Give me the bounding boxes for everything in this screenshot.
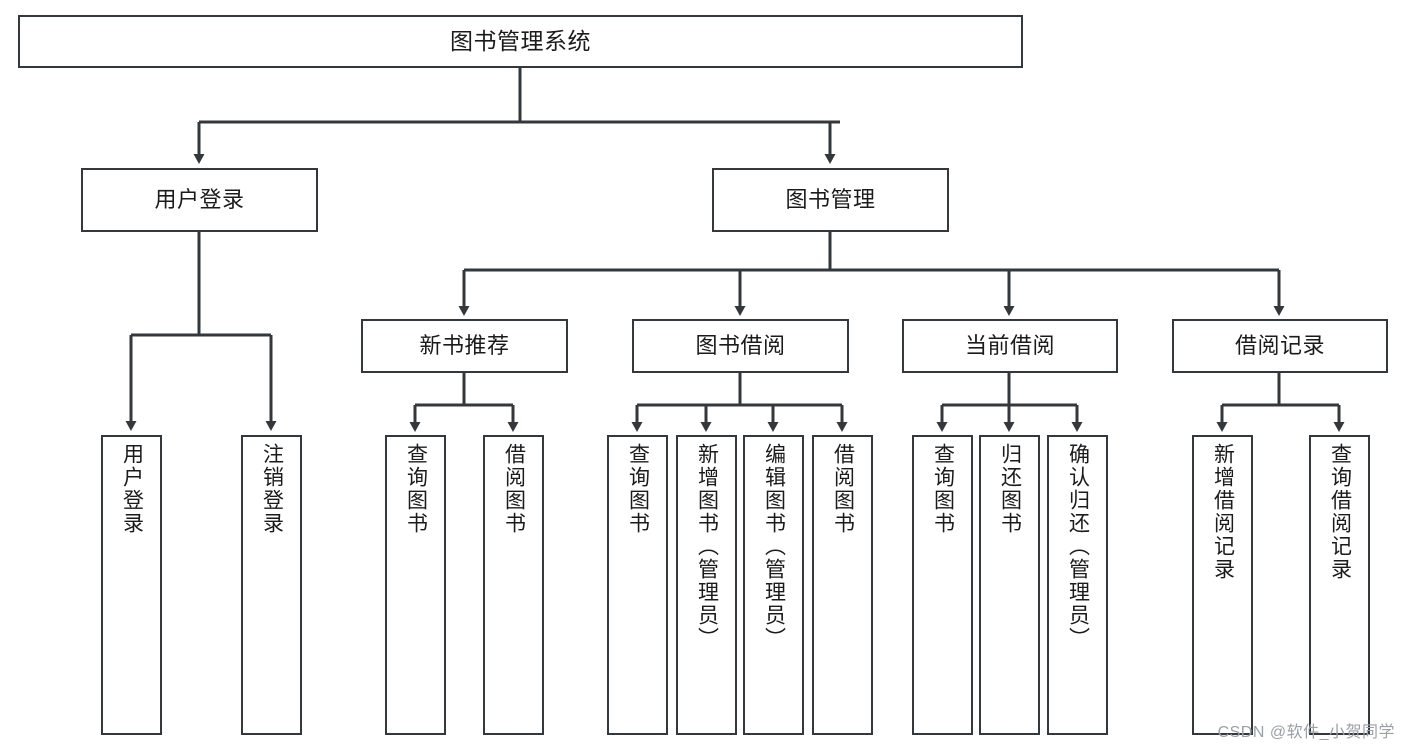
node-label: 归还图书 <box>998 443 1022 535</box>
node-root-system[interactable]: 图书管理系统 <box>18 15 1023 68</box>
leaf-node-add-book[interactable]: 新增图书（管理员） <box>676 435 737 735</box>
node-label: 查询图书 <box>626 443 650 535</box>
node-label: 借阅图书 <box>502 443 526 535</box>
node-label: 新增借阅记录 <box>1211 443 1235 581</box>
node-label: 当前借阅 <box>964 333 1055 359</box>
leaf-node-logout[interactable]: 注销登录 <box>241 435 302 735</box>
leaf-node-confirm-return[interactable]: 确认归还（管理员） <box>1047 435 1108 735</box>
leaf-node-query-record[interactable]: 查询借阅记录 <box>1309 435 1370 735</box>
leaf-node-add-record[interactable]: 新增借阅记录 <box>1192 435 1253 735</box>
leaf-node-return-book[interactable]: 归还图书 <box>979 435 1040 735</box>
leaf-node-query-book-1[interactable]: 查询图书 <box>385 435 446 735</box>
node-label: 查询借阅记录 <box>1328 443 1352 581</box>
node-label: 图书管理系统 <box>450 28 591 55</box>
node-label: 查询图书 <box>404 443 428 535</box>
node-label: 编辑图书（管理员） <box>762 443 786 650</box>
csdn-watermark: CSDN @软件_小贺同学 <box>1217 724 1395 741</box>
node-user-login[interactable]: 用户登录 <box>81 168 318 232</box>
node-borrow-record[interactable]: 借阅记录 <box>1172 319 1388 373</box>
leaf-node-query-book-2[interactable]: 查询图书 <box>607 435 668 735</box>
leaf-node-borrow-book-1[interactable]: 借阅图书 <box>483 435 544 735</box>
node-label: 查询图书 <box>931 443 955 535</box>
node-label: 用户登录 <box>154 187 245 213</box>
node-current-borrow[interactable]: 当前借阅 <box>902 319 1118 373</box>
node-label: 新增图书（管理员） <box>695 443 719 650</box>
node-new-book-recommend[interactable]: 新书推荐 <box>361 319 568 373</box>
leaf-node-query-book-3[interactable]: 查询图书 <box>912 435 973 735</box>
node-label: 借阅记录 <box>1234 333 1325 359</box>
leaf-node-borrow-book-2[interactable]: 借阅图书 <box>812 435 873 735</box>
node-label: 新书推荐 <box>419 333 510 359</box>
node-book-management[interactable]: 图书管理 <box>712 168 949 232</box>
node-label: 图书借阅 <box>695 333 786 359</box>
node-label: 图书管理 <box>785 187 876 213</box>
node-label: 注销登录 <box>260 443 284 535</box>
node-book-borrow[interactable]: 图书借阅 <box>632 319 849 373</box>
node-label: 借阅图书 <box>831 443 855 535</box>
leaf-node-user-login[interactable]: 用户登录 <box>101 435 162 735</box>
node-label: 用户登录 <box>120 443 144 535</box>
node-label: 确认归还（管理员） <box>1066 443 1090 650</box>
leaf-node-edit-book[interactable]: 编辑图书（管理员） <box>743 435 804 735</box>
